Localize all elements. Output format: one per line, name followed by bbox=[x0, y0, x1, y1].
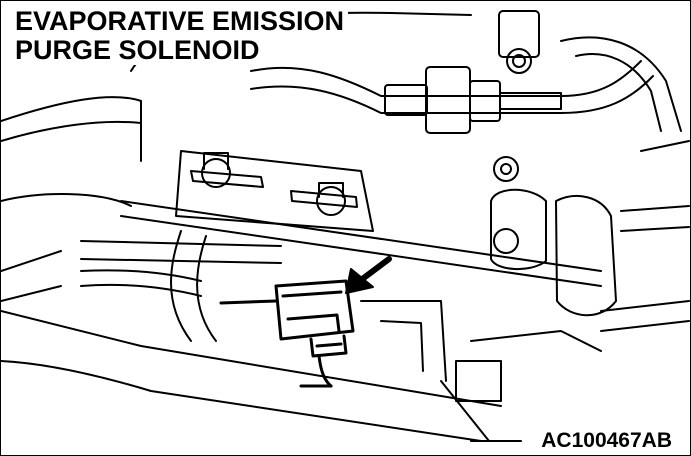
title-line-2: PURGE SOLENOID bbox=[15, 35, 260, 65]
hose-connector-top bbox=[384, 10, 562, 182]
throttle-body-area bbox=[470, 140, 690, 352]
lower-pipes bbox=[1, 200, 602, 442]
mounting-bracket bbox=[175, 150, 374, 232]
indicator-arrow bbox=[345, 256, 392, 294]
component-title: EVAPORATIVE EMISSION PURGE SOLENOID bbox=[15, 6, 349, 65]
purge-solenoid bbox=[219, 279, 355, 388]
title-line-1: EVAPORATIVE EMISSION bbox=[15, 6, 345, 36]
figure-code: AC100467AB bbox=[539, 429, 674, 453]
vacuum-hose bbox=[250, 36, 682, 132]
